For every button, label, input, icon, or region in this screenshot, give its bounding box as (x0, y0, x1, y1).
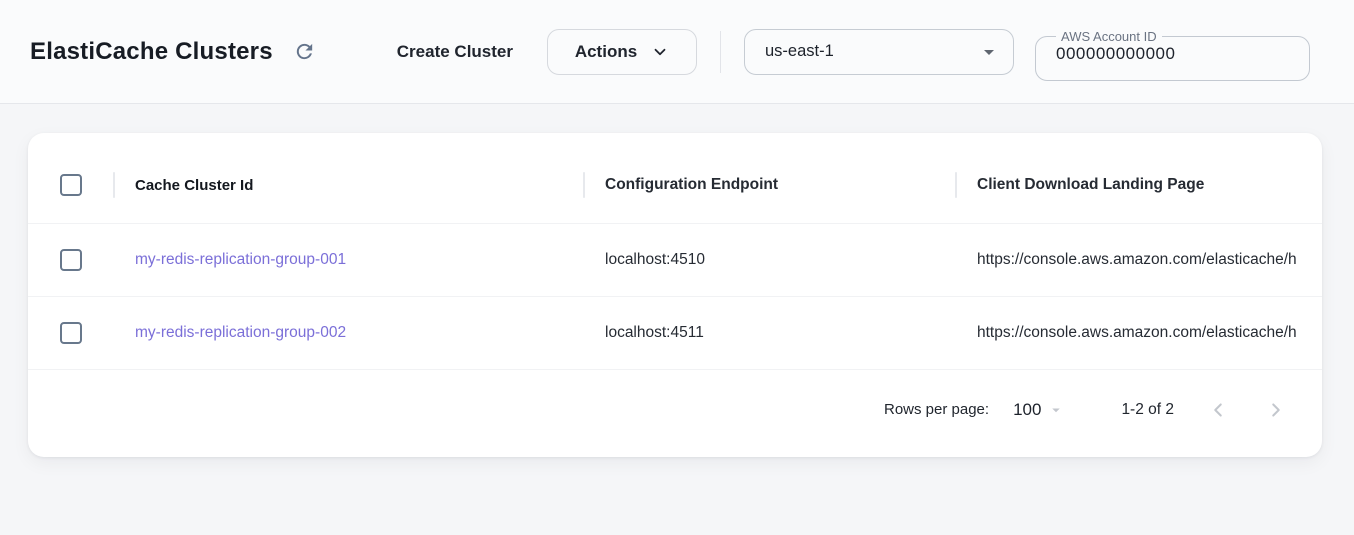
column-header-client-download-landing-page[interactable]: Client Download Landing Page (955, 147, 1322, 223)
row-select-cell (28, 224, 113, 296)
column-header-configuration-endpoint[interactable]: Configuration Endpoint (583, 147, 955, 223)
configuration-endpoint-value: localhost:4511 (605, 324, 704, 341)
row-checkbox[interactable] (59, 249, 82, 271)
clusters-table-card: Cache Cluster Id Configuration Endpoint … (28, 133, 1322, 457)
region-select[interactable]: us-east-1 (744, 28, 1014, 75)
rows-per-page-value: 100 (1013, 399, 1042, 419)
table-header-row: Cache Cluster Id Configuration Endpoint … (28, 133, 1322, 224)
aws-account-id-field: AWS Account ID (1035, 28, 1310, 81)
cache-cluster-id-link[interactable]: my-redis-replication-group-001 (135, 251, 347, 268)
chevron-left-icon (1214, 402, 1222, 417)
dropdown-arrow-icon (1052, 408, 1061, 412)
client-download-url: https://console.aws.amazon.com/elasticac… (977, 324, 1297, 341)
select-all-cell (28, 147, 113, 223)
aws-account-id-input[interactable] (1050, 43, 1295, 70)
main-content: Cache Cluster Id Configuration Endpoint … (0, 133, 1354, 457)
column-header-cache-cluster-id[interactable]: Cache Cluster Id (113, 147, 583, 223)
actions-button[interactable]: Actions (547, 28, 697, 75)
page-title: ElastiCache Clusters (30, 37, 273, 65)
cache-cluster-id-link[interactable]: my-redis-replication-group-002 (135, 324, 347, 341)
next-page-button[interactable] (1254, 388, 1298, 432)
client-download-cell: https://console.aws.amazon.com/elasticac… (955, 297, 1322, 369)
refresh-button[interactable] (289, 36, 321, 68)
chevron-right-icon (1272, 402, 1280, 417)
configuration-endpoint-value: localhost:4510 (605, 251, 705, 268)
aws-account-id-label: AWS Account ID (1061, 28, 1157, 44)
configuration-endpoint-cell: localhost:4510 (583, 224, 955, 296)
rows-per-page-select[interactable]: 100 (1013, 400, 1065, 420)
actions-button-label: Actions (574, 41, 638, 61)
refresh-icon (297, 43, 313, 60)
pagination: Rows per page: 100 1-2 of 2 (28, 370, 1322, 457)
create-cluster-button[interactable]: Create Cluster (396, 41, 513, 61)
region-select-value: us-east-1 (765, 42, 834, 60)
cache-cluster-id-cell: my-redis-replication-group-001 (113, 224, 583, 296)
table-row: my-redis-replication-group-002 localhost… (28, 297, 1322, 370)
elasticache-clusters-page: ElastiCache Clusters Create Cluster Acti… (0, 0, 1354, 457)
cache-cluster-id-cell: my-redis-replication-group-002 (113, 297, 583, 369)
column-header-label: Configuration Endpoint (605, 176, 779, 193)
row-checkbox[interactable] (59, 322, 82, 344)
configuration-endpoint-cell: localhost:4511 (583, 297, 955, 369)
column-header-label: Cache Cluster Id (135, 176, 254, 194)
client-download-url: https://console.aws.amazon.com/elasticac… (977, 251, 1297, 268)
row-select-cell (28, 297, 113, 369)
pagination-range: 1-2 of 2 (1121, 400, 1174, 418)
column-header-label: Client Download Landing Page (977, 176, 1205, 193)
previous-page-button[interactable] (1196, 388, 1240, 432)
dropdown-arrow-icon (984, 49, 994, 55)
client-download-cell: https://console.aws.amazon.com/elasticac… (955, 224, 1322, 296)
rows-per-page-label: Rows per page: (884, 401, 990, 418)
chevron-down-icon (654, 48, 666, 55)
select-all-checkbox[interactable] (59, 174, 82, 196)
table-row: my-redis-replication-group-001 localhost… (28, 224, 1322, 297)
topbar: ElastiCache Clusters Create Cluster Acti… (0, 0, 1354, 104)
toolbar-divider (720, 30, 721, 73)
